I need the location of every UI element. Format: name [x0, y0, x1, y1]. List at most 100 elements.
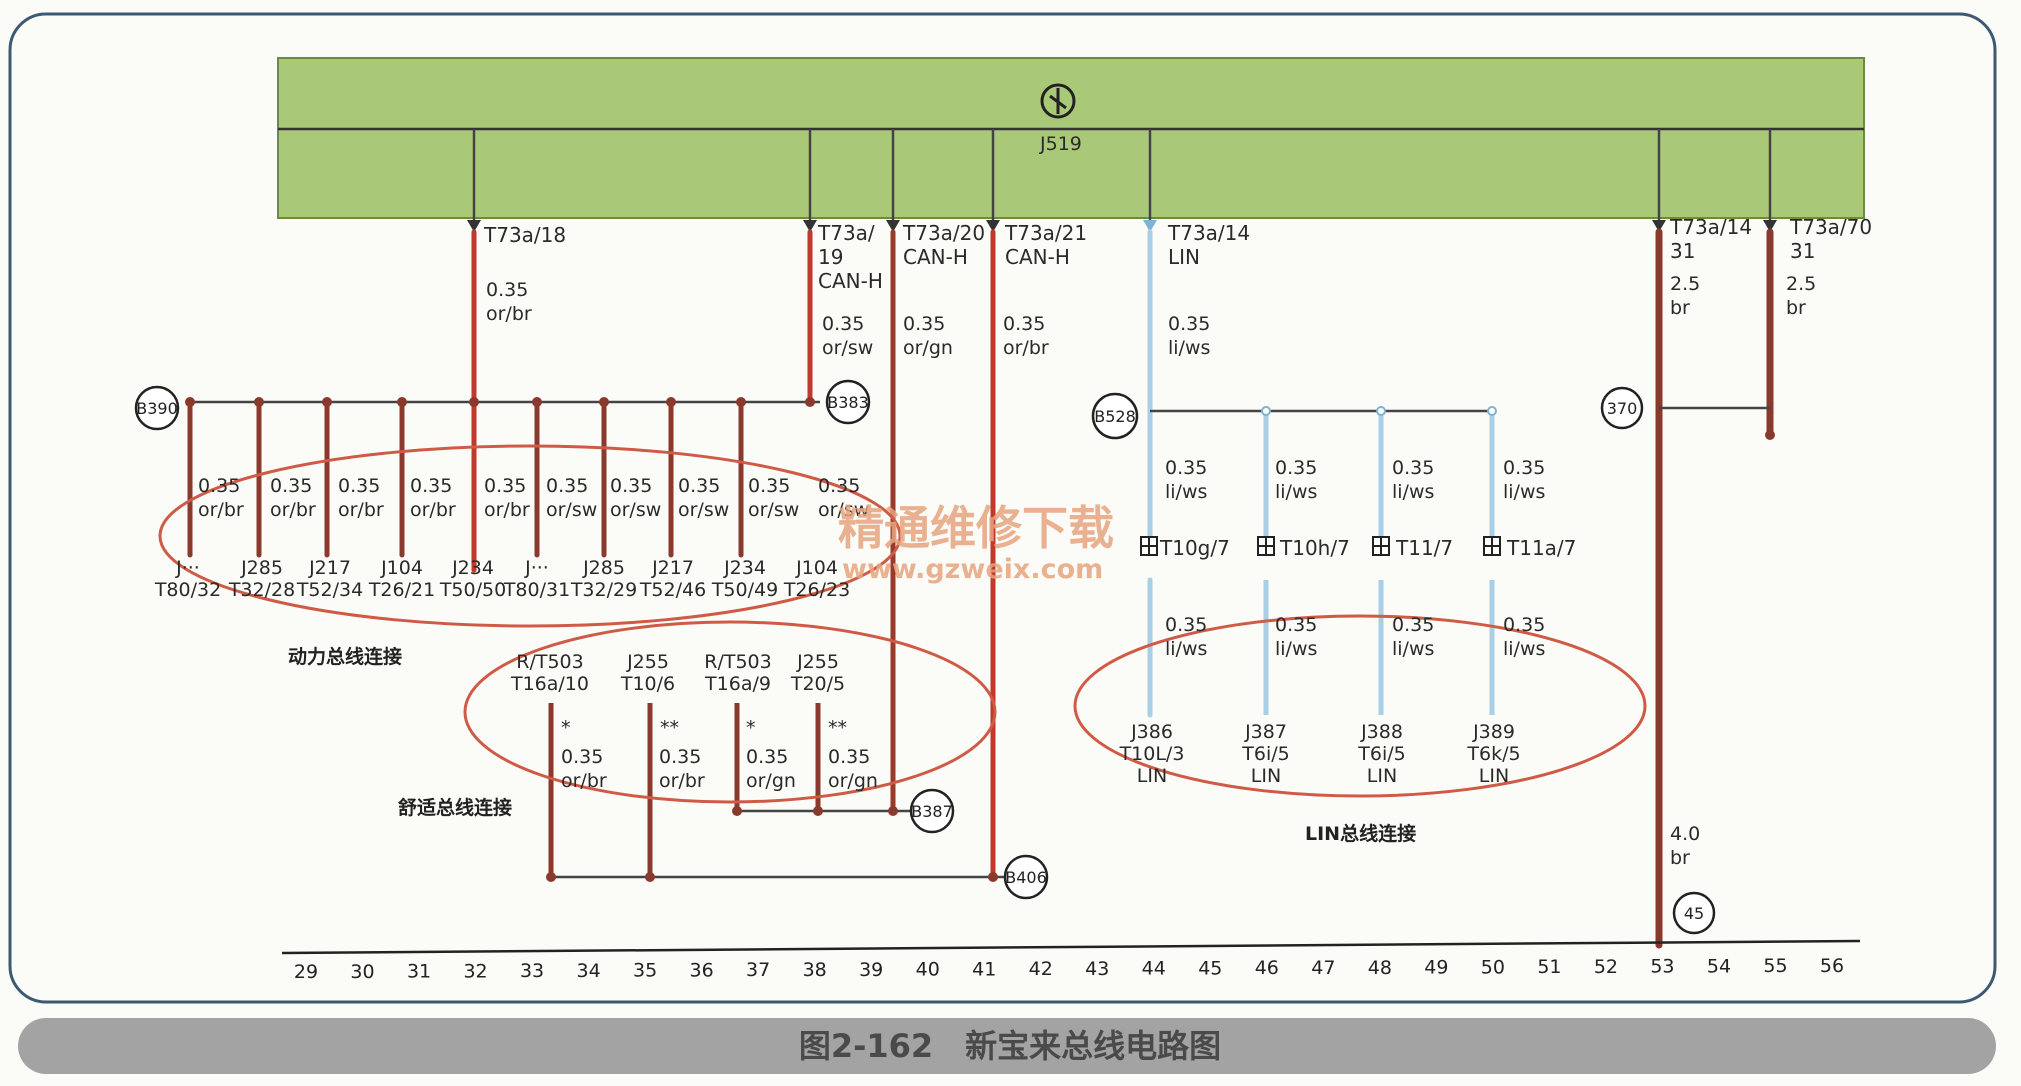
power-wire-spec-line: or/sw [678, 499, 729, 521]
lin-bus-terminal-line: LIN [1137, 765, 1167, 787]
axis-number: 29 [294, 961, 318, 983]
pin-label-t55-line: T73a/70 [1789, 215, 1872, 239]
power-bus-terminal-line: T50/49 [711, 579, 778, 601]
junction-dot [397, 397, 407, 407]
power-wire-spec-line: or/sw [610, 499, 661, 521]
node-label: B528 [1094, 407, 1136, 426]
comfort-bus-terminal-line: T10/6 [620, 673, 675, 695]
comfort-wire-spec-line: 0.35 [561, 746, 603, 768]
lin-wire-spec-bottom-line: li/ws [1165, 638, 1207, 660]
power-bus-terminal-line: T52/34 [296, 579, 363, 601]
power-wire-spec-line: 0.35 [748, 475, 790, 497]
pin-label-t32-line: T73a/18 [483, 223, 566, 247]
lin-connector-icons [1140, 536, 1501, 556]
comfort-bus-terminal-line: J255 [626, 651, 669, 673]
lin-wire-spec-top-line: li/ws [1392, 481, 1434, 503]
control-module-j519: J519 [277, 57, 1865, 219]
power-bus-terminal-line: J217 [308, 557, 351, 579]
pin-label-t38-line: T73a/ [817, 221, 875, 245]
junction-dot [805, 397, 815, 407]
junction-dot [666, 397, 676, 407]
wire-spec-w44-line: 0.35 [1168, 313, 1210, 335]
lin-wire-spec-bottom-line: 0.35 [1503, 614, 1545, 636]
lin-wire-spec-top-line: li/ws [1275, 481, 1317, 503]
lin-bus-terminal-line: J386 [1130, 721, 1173, 743]
wire-spec-w44-line: li/ws [1168, 337, 1210, 359]
axis-number: 39 [859, 959, 883, 981]
comfort-bus-mark: * [561, 717, 571, 739]
power-bus-terminal-line: J217 [651, 557, 694, 579]
power-bus-terminal-line: T32/28 [228, 579, 295, 601]
power-wire-spec-line: 0.35 [610, 475, 652, 497]
wire-spec-w55-line: 2.5 [1786, 273, 1816, 295]
pin-label-t41-line: T73a/21 [1004, 221, 1087, 245]
pin-label-t53-line: T73a/14 [1669, 215, 1752, 239]
power-bus-terminal-line: T26/23 [783, 579, 850, 601]
lin-wire-spec-top-line: li/ws [1503, 481, 1545, 503]
comfort-bus-ellipse [463, 620, 997, 804]
axis-number: 42 [1029, 958, 1053, 980]
power-bus-terminal-line: T50/50 [439, 579, 506, 601]
axis-number: 50 [1481, 956, 1505, 978]
axis-number: 38 [803, 959, 827, 981]
ground-wire-spec-line: br [1670, 847, 1690, 869]
comfort-bus-terminal-line: R/T503 [516, 651, 583, 673]
power-bus-label: 动力总线连接 [288, 645, 402, 668]
lin-wire-spec-top-line: 0.35 [1503, 457, 1545, 479]
comfort-wire-spec-line: 0.35 [746, 746, 788, 768]
lin-wire-spec-top-line: 0.35 [1165, 457, 1207, 479]
comfort-bus-mark: ** [828, 717, 847, 739]
lin-connector-label: T10h/7 [1279, 536, 1350, 560]
power-wire-spec-line: or/br [410, 499, 456, 521]
ground-symbol-icon [1040, 83, 1076, 119]
power-wire-spec-line: or/br [484, 499, 530, 521]
wire-spec-w40-line: or/gn [903, 337, 953, 359]
power-wire-spec-line: 0.35 [678, 475, 720, 497]
lin-wire-spec-top-line: 0.35 [1392, 457, 1434, 479]
wire-spec-w55-line: br [1786, 297, 1806, 319]
wire-spec-w53-line: br [1670, 297, 1690, 319]
power-bus-terminal-line: J285 [240, 557, 283, 579]
power-wire-spec-line: 0.35 [546, 475, 588, 497]
watermark-url: www.gzweix.com [842, 554, 1103, 585]
wire-spec-w53-line: 2.5 [1670, 273, 1700, 295]
connection-point-node: B383 [825, 379, 871, 425]
lin-bus-ellipse [1073, 614, 1647, 798]
power-bus-terminal: J···T80/31 [503, 557, 570, 601]
comfort-bus-terminal-line: R/T503 [704, 651, 771, 673]
axis-number: 52 [1594, 956, 1618, 978]
wire-spec-w41-line: 0.35 [1003, 313, 1045, 335]
comfort-wire-spec-line: or/br [561, 770, 607, 792]
lin-bus-terminal-line: T6k/5 [1466, 743, 1520, 765]
node-label: B390 [136, 399, 178, 418]
axis-number: 44 [1142, 958, 1166, 980]
axis-number: 45 [1198, 957, 1222, 979]
axis-number: 43 [1085, 958, 1109, 980]
junction-dot [599, 397, 609, 407]
pin-label-t41-line: CAN-H [1005, 245, 1070, 269]
power-wire-spec-line: or/sw [546, 499, 597, 521]
wire-spec-w32-line: or/br [486, 303, 532, 325]
lin-wire-spec-bottom-line: 0.35 [1165, 614, 1207, 636]
power-wire-spec-line: 0.35 [270, 475, 312, 497]
